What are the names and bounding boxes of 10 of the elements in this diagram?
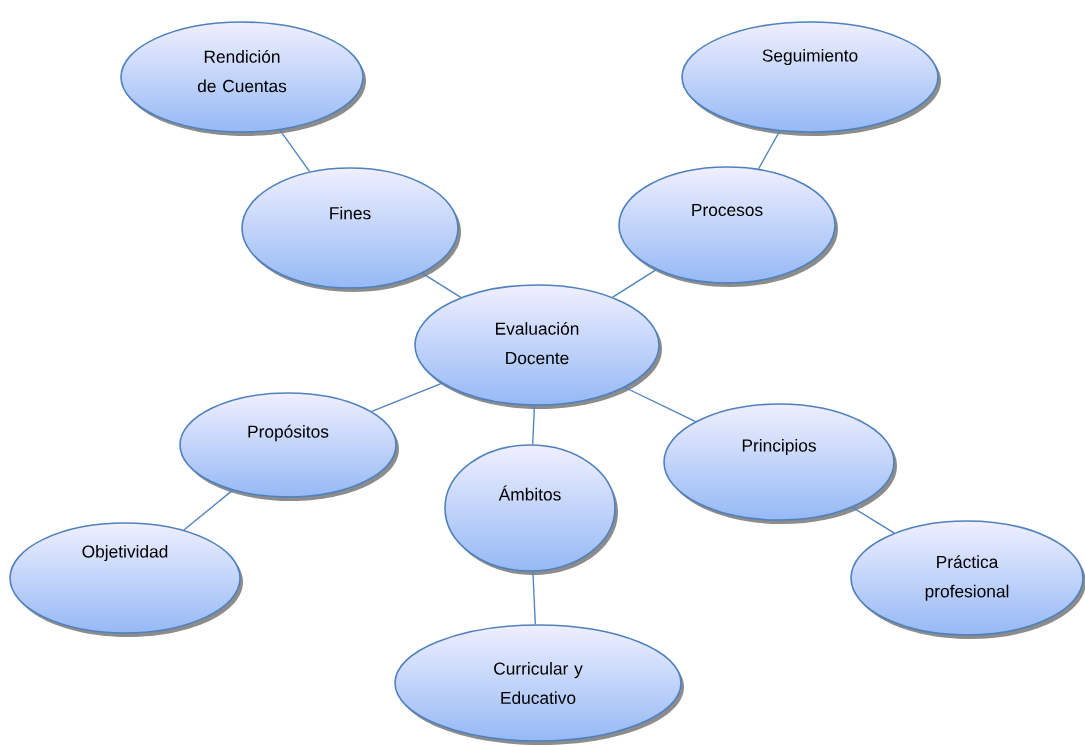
connector-line <box>279 129 311 173</box>
connector-line <box>757 130 781 170</box>
connector-line <box>532 405 536 445</box>
connector-line <box>421 272 462 298</box>
connector-line <box>371 382 443 412</box>
connector-line <box>612 269 657 298</box>
connector-line <box>532 571 536 625</box>
connector-line <box>851 506 895 534</box>
connector-line <box>624 386 696 423</box>
connector-line <box>183 489 234 531</box>
